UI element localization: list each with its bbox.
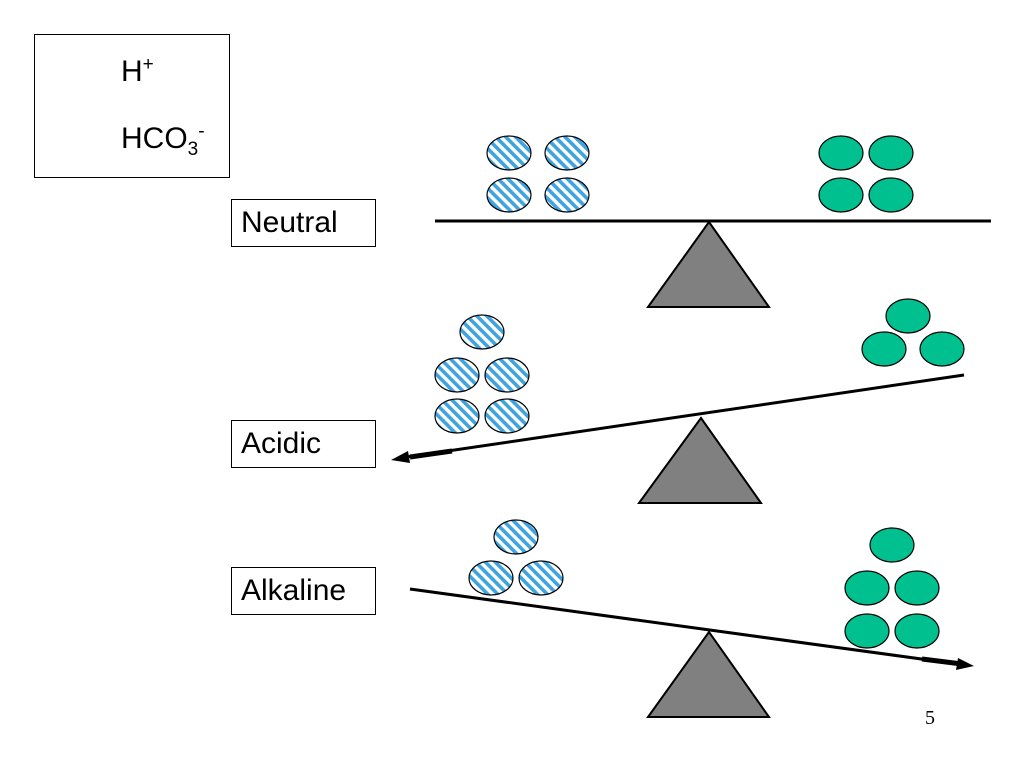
acidic-arrow-head	[391, 451, 410, 463]
alkaline-hco3-ions	[844, 527, 940, 649]
legend: H+ HCO3-	[34, 34, 230, 178]
acidic-hco3-ions	[861, 298, 965, 367]
neutral-h-ions	[486, 135, 590, 213]
hco3-ion	[894, 613, 940, 649]
alkaline-label: Alkaline	[231, 567, 376, 615]
acidic-beam	[399, 373, 965, 460]
h-ion	[459, 314, 505, 350]
acidic-label: Acidic	[231, 420, 376, 468]
h-ion	[434, 357, 480, 393]
alkaline-fulcrum	[646, 630, 771, 718]
hco3-ion	[869, 527, 915, 563]
h-ion	[493, 519, 539, 555]
hco3-ion	[885, 298, 931, 334]
h-ion	[518, 560, 564, 596]
hco3-ion	[868, 135, 914, 171]
hco3-ion	[818, 135, 864, 171]
hco3-ion	[894, 570, 940, 606]
alkaline-balance	[409, 519, 974, 718]
hco3-ion	[818, 177, 864, 213]
alkaline-beam	[409, 587, 959, 666]
acidic-balance	[391, 298, 965, 504]
legend-h-ion-label: H+	[121, 54, 154, 88]
h-ion	[544, 135, 590, 171]
alkaline-arrow-shaft	[921, 656, 963, 667]
h-ion	[484, 398, 530, 434]
legend-hco3-ion-label: HCO3-	[121, 121, 205, 160]
acidic-h-ions	[434, 314, 530, 434]
alkaline-h-ions	[468, 519, 564, 596]
h-ion	[468, 560, 514, 596]
neutral-balance	[435, 135, 991, 308]
neutral-fulcrum	[646, 220, 771, 308]
hco3-ion	[868, 177, 914, 213]
hco3-ion	[844, 570, 890, 606]
neutral-hco3-ions	[818, 135, 914, 213]
hco3-ion	[861, 331, 907, 367]
hco3-ion	[844, 613, 890, 649]
h-ion	[434, 398, 480, 434]
page-number: 5	[925, 707, 935, 729]
h-ion	[486, 135, 532, 171]
neutral-label: Neutral	[231, 199, 376, 247]
alkaline-arrow-head	[956, 658, 974, 670]
h-ion	[484, 357, 530, 393]
acidic-arrow-shaft	[409, 448, 453, 460]
hco3-ion	[919, 331, 965, 367]
h-ion	[486, 177, 532, 213]
acidic-fulcrum	[637, 416, 763, 504]
h-ion	[544, 177, 590, 213]
